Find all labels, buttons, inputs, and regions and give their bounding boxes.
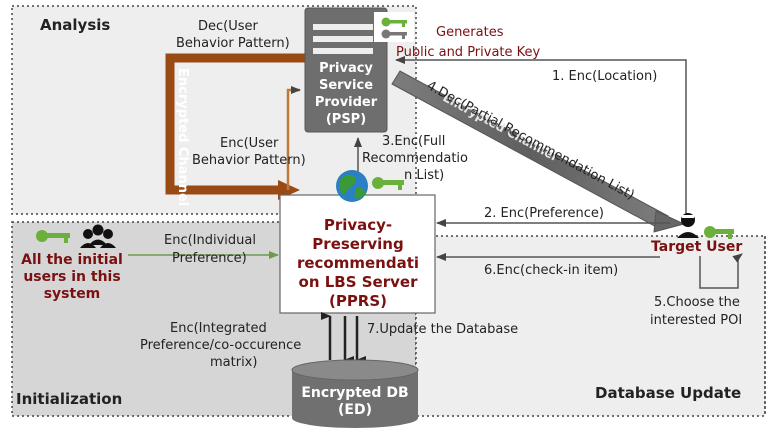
psp-label-line2: Service <box>319 78 373 93</box>
enc-full-line3: n List) <box>404 168 444 183</box>
target-user-icon <box>677 213 699 238</box>
enc-full-line2: Recommendatio <box>362 151 468 166</box>
psp-node: Privacy Service Provider (PSP) <box>304 7 388 133</box>
enc-integrated-line3: matrix) <box>210 355 257 370</box>
pprs-label-line4: on LBS Server <box>299 273 419 291</box>
user-group-icon <box>80 224 116 248</box>
db-label-line1: Encrypted DB <box>301 385 408 401</box>
dec-ubp-line2: Behavior Pattern) <box>176 36 290 51</box>
left-encrypted-channel-label: Encrypted Channel <box>175 68 190 206</box>
initialization-title: Initialization <box>16 390 122 408</box>
diagonal-encrypted-channel <box>391 70 669 230</box>
initial-users-line1: All the initial <box>21 252 123 268</box>
target-user-label: Target User <box>651 239 742 255</box>
key-pair-icon <box>374 12 414 42</box>
target-user-key-icon <box>704 226 734 239</box>
choose-line2: interested POI <box>650 313 742 328</box>
enc-full-line1: 3.Enc(Full <box>382 134 445 149</box>
initial-users-line3: system <box>44 286 101 302</box>
pprs-label-line2: Preserving <box>312 235 403 253</box>
enc-channel-arrow <box>286 86 301 190</box>
globe-icon <box>336 170 368 202</box>
database-update-region <box>415 235 766 417</box>
dec-partial-list-label: 4.Dec(Partial Recommendation List) <box>424 78 637 203</box>
enc-location-arrow <box>395 56 687 214</box>
pprs-node <box>279 194 436 314</box>
initial-users-line2: users in this <box>23 269 120 285</box>
diagonal-channel-arrowhead <box>653 210 686 233</box>
server-slot-3 <box>313 48 373 54</box>
dec-channel-arrow <box>165 53 305 195</box>
choose-line1: 5.Choose the <box>654 295 740 310</box>
psp-label-line1: Privacy <box>319 61 373 76</box>
db-label-line2: (ED) <box>338 402 372 418</box>
encrypted-db: Encrypted DB (ED) <box>291 359 419 428</box>
enc-integrated-line1: Enc(Integrated <box>170 321 267 336</box>
enc-location-label: 1. Enc(Location) <box>552 69 657 84</box>
enc-indiv-line1: Enc(Individual <box>164 233 256 248</box>
key-icon <box>372 177 404 190</box>
database-update-title: Database Update <box>595 384 741 402</box>
enc-ubp-line2: Behavior Pattern) <box>192 153 306 168</box>
psp-note-line2: Public and Private Key <box>396 45 541 60</box>
analysis-title: Analysis <box>40 16 110 34</box>
pprs-label-line3: recommendati <box>297 254 419 272</box>
enc-integrated-line2: Preference/co-occurence <box>140 338 301 353</box>
initial-users-key-icon <box>36 230 70 243</box>
server-slot-1 <box>313 24 373 30</box>
psp-label-line4: (PSP) <box>326 112 366 127</box>
enc-preference-label: 2. Enc(Preference) <box>484 206 604 221</box>
enc-checkin-label: 6.Enc(check-in item) <box>484 263 618 278</box>
enc-ubp-line1: Enc(User <box>220 136 279 151</box>
choose-poi-loop <box>699 253 743 289</box>
psp-note-line1: Generates <box>436 25 504 40</box>
server-slot-2 <box>313 36 373 42</box>
enc-indiv-line2: Preference) <box>172 251 247 266</box>
update-db-label: 7.Update the Database <box>367 322 518 337</box>
psp-label-line3: Provider <box>315 95 378 110</box>
pprs-label-line1: Privacy- <box>324 216 392 234</box>
dec-ubp-line1: Dec(User <box>198 19 259 34</box>
pprs-label-line5: (PPRS) <box>329 292 387 310</box>
